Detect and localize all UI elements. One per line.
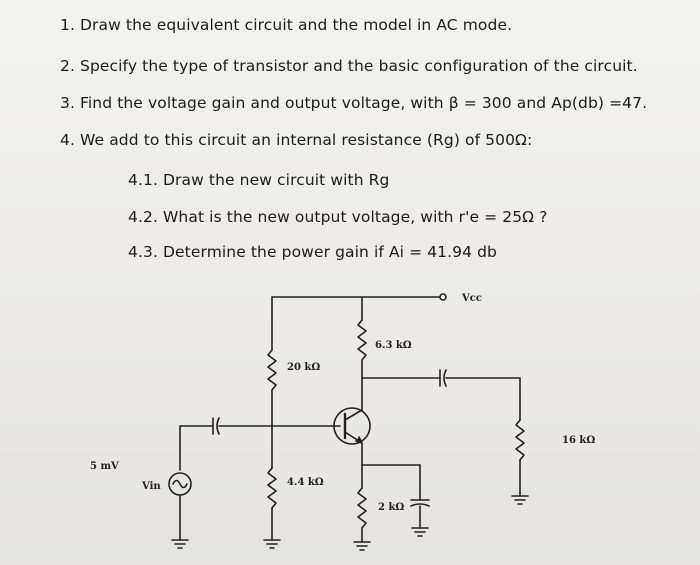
resistor-4-4k — [267, 467, 277, 509]
ground-source — [171, 539, 189, 549]
resistor-16k — [515, 419, 525, 461]
source-amplitude-label: 5 mV — [90, 461, 119, 472]
question-4-3: 4.3. Determine the power gain if Ai = 41… — [128, 243, 497, 261]
source-label: Vin — [141, 481, 161, 492]
resistor-6-3k — [357, 319, 367, 361]
resistor-20k — [267, 349, 277, 391]
question-2: 2. Specify the type of transistor and th… — [60, 57, 638, 75]
question-1: 1. Draw the equivalent circuit and the m… — [60, 16, 513, 34]
bypass-capacitor — [410, 499, 430, 507]
vcc-label: Vcc — [461, 293, 482, 304]
r-bias-top-label: 20 kΩ — [287, 362, 320, 373]
r-collector-label: 6.3 kΩ — [375, 340, 412, 351]
ground-bypass — [411, 527, 429, 537]
question-3: 3. Find the voltage gain and output volt… — [60, 94, 648, 112]
output-coupling-capacitor — [439, 369, 447, 387]
r-load-label: 16 kΩ — [562, 435, 595, 446]
resistor-2k — [357, 487, 367, 529]
question-4-1: 4.1. Draw the new circuit with Rg — [128, 171, 390, 189]
vcc-terminal — [439, 293, 447, 301]
ground-bias — [263, 539, 281, 549]
input-coupling-capacitor — [212, 417, 220, 435]
ground-emitter — [353, 541, 371, 551]
question-4-2: 4.2. What is the new output voltage, wit… — [128, 208, 548, 226]
ground-load — [511, 495, 529, 505]
question-4: 4. We add to this circuit an internal re… — [60, 131, 533, 149]
bjt-transistor — [333, 407, 371, 445]
r-bias-bottom-label: 4.4 kΩ — [287, 477, 324, 488]
r-emitter-label: 2 kΩ — [378, 502, 404, 513]
